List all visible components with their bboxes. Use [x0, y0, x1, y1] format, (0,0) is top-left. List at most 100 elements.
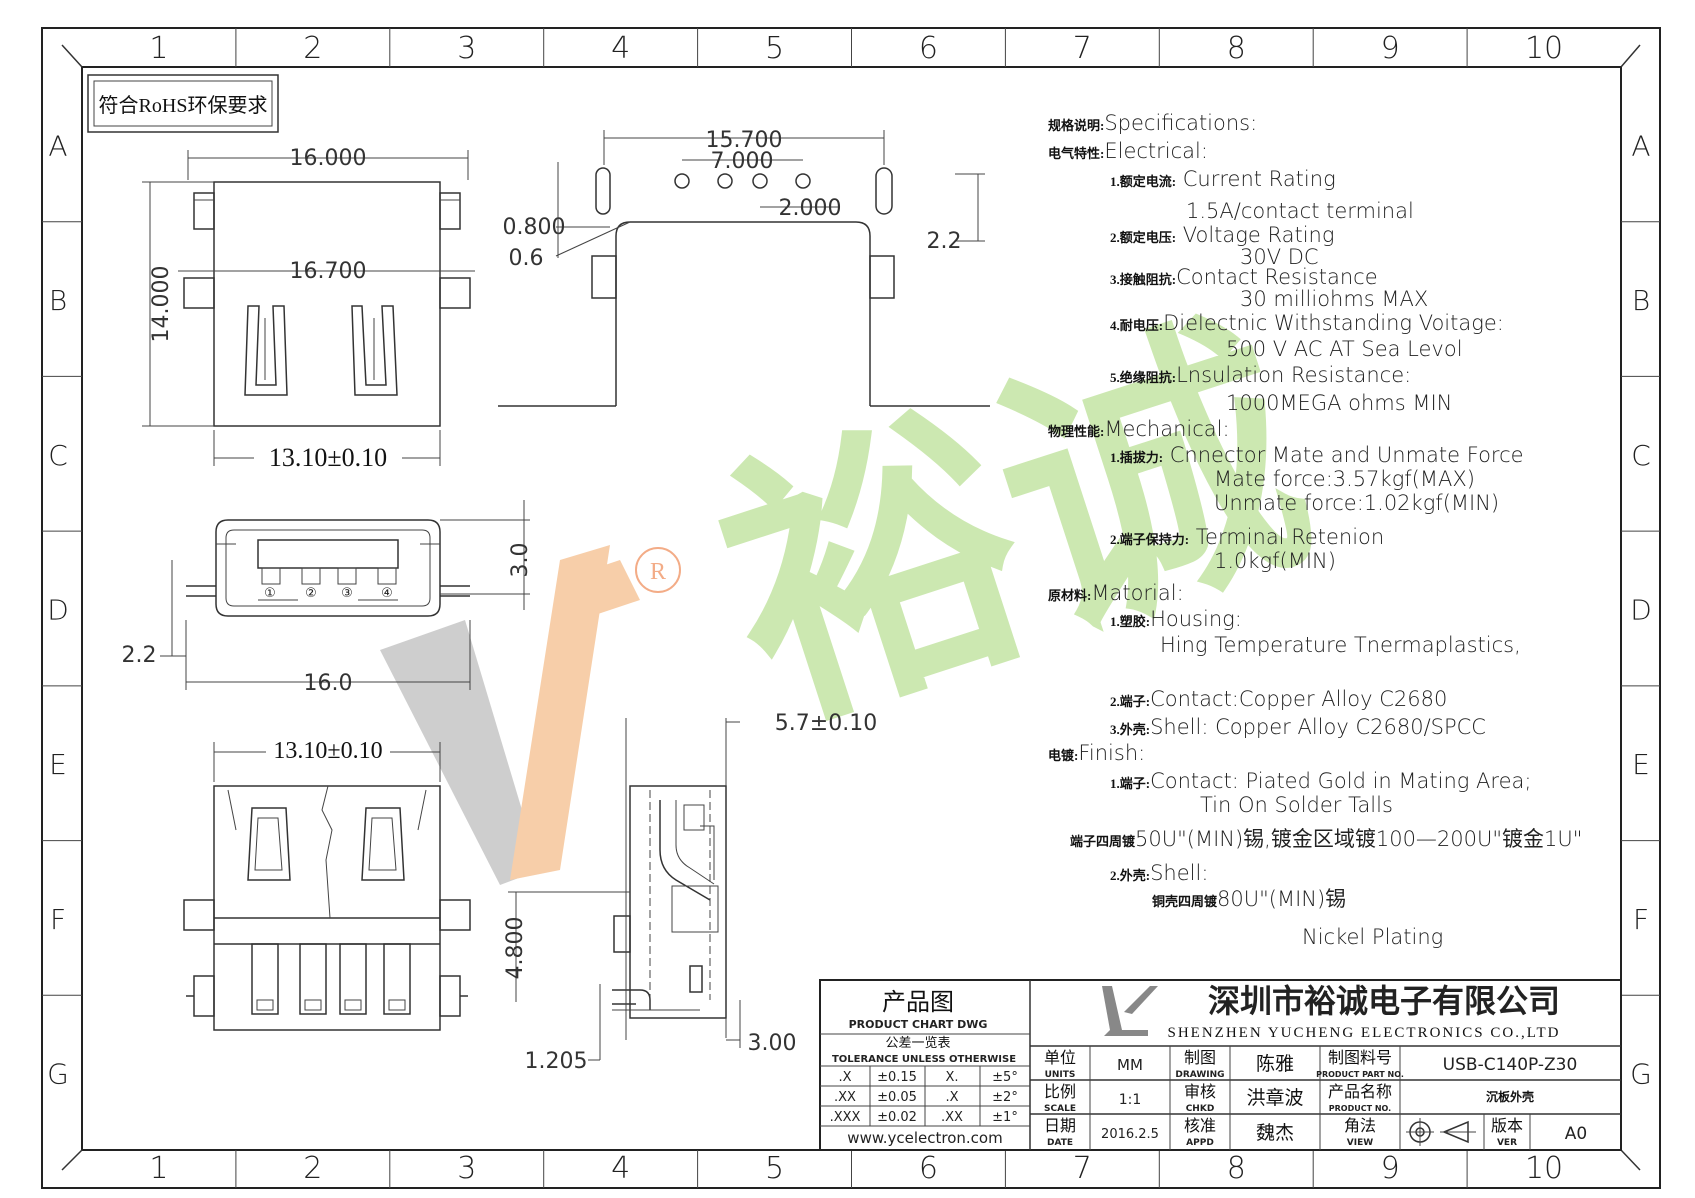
spec-line: 1.额定电流: Current Rating	[1110, 167, 1336, 191]
dim-front-height: 3.0	[508, 543, 533, 578]
grid-col-label-bottom: 1	[149, 1151, 168, 1186]
ver-label: 版本	[1491, 1117, 1523, 1135]
dim-side-1205: 1.205	[525, 1049, 588, 1074]
grid-col-label-top: 7	[1073, 31, 1092, 66]
dim-top-width: 16.000	[290, 146, 367, 171]
spec-cn-label: 规格说明:	[1048, 118, 1104, 133]
grid-row-label-left: B	[49, 284, 67, 317]
spec-cn-label: 原材料:	[1048, 588, 1091, 603]
appd-sub: APPD	[1186, 1138, 1214, 1148]
company-logo-icon	[1102, 986, 1158, 1036]
spec-cn-label: 3.外壳:	[1110, 722, 1150, 737]
grid-col-label-top: 4	[611, 31, 630, 66]
rohs-note-text: 符合RoHS环保要求	[99, 94, 268, 117]
spec-line: 3.外壳:Shell: Copper Alloy C2680/SPCC	[1110, 715, 1486, 739]
spec-line: 3.接触阻抗:Contact Resistance	[1110, 265, 1378, 289]
spec-line: Hing Temperature Tnermaplastics,	[1160, 633, 1521, 657]
spec-cn-label: 1.插拔力:	[1110, 450, 1163, 465]
tolerance-cell: ±5°	[992, 1070, 1018, 1085]
tolerance-cell: .XXX	[830, 1110, 861, 1125]
spec-cn-label: 端子四周镀	[1070, 834, 1136, 849]
tolerance-cell: ±0.15	[877, 1070, 917, 1085]
spec-line: 30 milliohms MAX	[1240, 287, 1428, 311]
pin-layout-view: 15.700 7.000 2.000 0.800 0.6 2.2	[498, 128, 990, 407]
spec-line: 端子四周镀50U"(MIN)锡,镀金区域镀100—200U"镀金1U"	[1070, 827, 1582, 851]
spec-en-text: Housing:	[1150, 607, 1242, 631]
tolerance-cell: .X	[838, 1070, 851, 1085]
grid-col-label-bottom: 3	[457, 1151, 476, 1186]
grid-col-label-top: 1	[149, 31, 168, 66]
title-block: 产品图 PRODUCT CHART DWG 公差一览表 TOLERANCE UN…	[819, 979, 1622, 1151]
grid-col-label-top: 2	[303, 31, 322, 66]
spec-line: 物理性能:Mechanical:	[1048, 417, 1230, 441]
spec-en-text: Matorial:	[1091, 581, 1183, 605]
dim-top-bottom: 13.10±0.10	[269, 443, 387, 472]
dim-top-inner: 16.700	[290, 259, 367, 284]
grid-col-label-bottom: 7	[1073, 1151, 1092, 1186]
grid-col-label-bottom: 5	[765, 1151, 784, 1186]
grid-row-label-left: C	[48, 439, 68, 472]
dim-side-height: 5.7±0.10	[775, 711, 877, 736]
pin-label-3: ③	[341, 586, 353, 601]
front-view: ① ② ③ ④ 3.0 2.2 16.0	[122, 500, 533, 696]
spec-cn-label: 3.接触阻抗:	[1110, 272, 1176, 287]
spec-en-text: Mechanical:	[1104, 417, 1229, 441]
spec-cn-label: 2.外壳:	[1110, 868, 1150, 883]
spec-line: 1.端子:Contact: Piated Gold in Mating Area…	[1110, 769, 1531, 793]
chkd-sub: CHKD	[1186, 1104, 1215, 1114]
partno-sub: PRODUCT PART NO.	[1316, 1070, 1404, 1079]
spec-line: 5.绝缘阻抗:Lnsulation Resistance:	[1110, 363, 1411, 387]
spec-en-text: Nickel Plating	[1302, 925, 1443, 949]
partno-label: 制图料号	[1328, 1049, 1392, 1067]
spec-line: 1.0kgf(MIN)	[1214, 549, 1336, 573]
spec-line: 电气特性:Electrical:	[1048, 139, 1208, 163]
spec-line: 30V DC	[1240, 245, 1319, 269]
dim-front-width: 16.0	[304, 671, 353, 696]
spec-en-text: Hing Temperature Tnermaplastics,	[1160, 633, 1521, 657]
spec-line: 500 V AC AT Sea Levol	[1226, 337, 1463, 361]
spec-cn-label: 5.绝缘阻抗:	[1110, 370, 1176, 385]
pin-label-1: ①	[264, 586, 276, 601]
spec-cn-label: 物理性能:	[1048, 424, 1104, 439]
corner-marks	[61, 44, 1641, 1171]
spec-en-text: Shell: Copper Alloy C2680/SPCC	[1150, 715, 1486, 739]
tolerance-cell: .XX	[941, 1110, 963, 1125]
tolerance-title-cn: 公差一览表	[885, 1035, 950, 1050]
spec-en-text: 50U"(MIN)锡,镀金区域镀100—200U"镀金1U"	[1135, 827, 1582, 851]
spec-cn-label: 1.端子:	[1110, 776, 1150, 791]
grid-ticks	[42, 28, 1660, 1188]
grid-row-label-right: C	[1631, 439, 1651, 472]
spec-en-text: 30V DC	[1240, 245, 1319, 269]
spec-en-text: Specifications:	[1104, 111, 1257, 135]
registered-mark-icon	[635, 547, 681, 593]
dim-front-offset: 2.2	[122, 643, 157, 668]
ver-value: A0	[1565, 1124, 1587, 1144]
spec-line: 1000MEGA ohms MIN	[1226, 391, 1452, 415]
spec-cn-label: 4.耐电压:	[1110, 318, 1163, 333]
spec-cn-label: 电镀:	[1048, 748, 1078, 763]
spec-cn-label: 1.塑胶:	[1110, 614, 1150, 629]
bottom-view: 13.10±0.10	[183, 738, 471, 1031]
spec-en-text: 1000MEGA ohms MIN	[1226, 391, 1452, 415]
spec-line: 1.插拔力: Cnnector Mate and Unmate Force	[1110, 443, 1524, 467]
grid-row-label-left: D	[47, 594, 69, 627]
spec-en-text: Terminal Retenion	[1189, 525, 1384, 549]
spec-en-text: 1.0kgf(MIN)	[1214, 549, 1336, 573]
grid-row-label-right: B	[1632, 284, 1650, 317]
spec-line: 2.端子:Contact:Copper Alloy C2680	[1110, 687, 1447, 711]
spec-line: 铜壳四周镀80U"(MIN)锡	[1151, 887, 1346, 911]
dim-bottom-width: 13.10±0.10	[273, 738, 382, 764]
spec-cn-label: 2.额定电压:	[1110, 230, 1176, 245]
spec-line: 4.耐电压:Dielectnic Withstanding Voitage:	[1110, 311, 1504, 335]
drawing-value: 陈雅	[1256, 1053, 1294, 1075]
pname-sub: PRODUCT NO.	[1329, 1104, 1391, 1113]
grid-col-label-bottom: 8	[1227, 1151, 1246, 1186]
tolerance-cell: .XX	[834, 1090, 856, 1105]
spec-line: 2.外壳:Shell:	[1110, 861, 1208, 885]
spec-en-text: Voltage Rating	[1176, 223, 1334, 247]
company-name-cn: 深圳市裕诚电子有限公司	[1208, 982, 1560, 1020]
